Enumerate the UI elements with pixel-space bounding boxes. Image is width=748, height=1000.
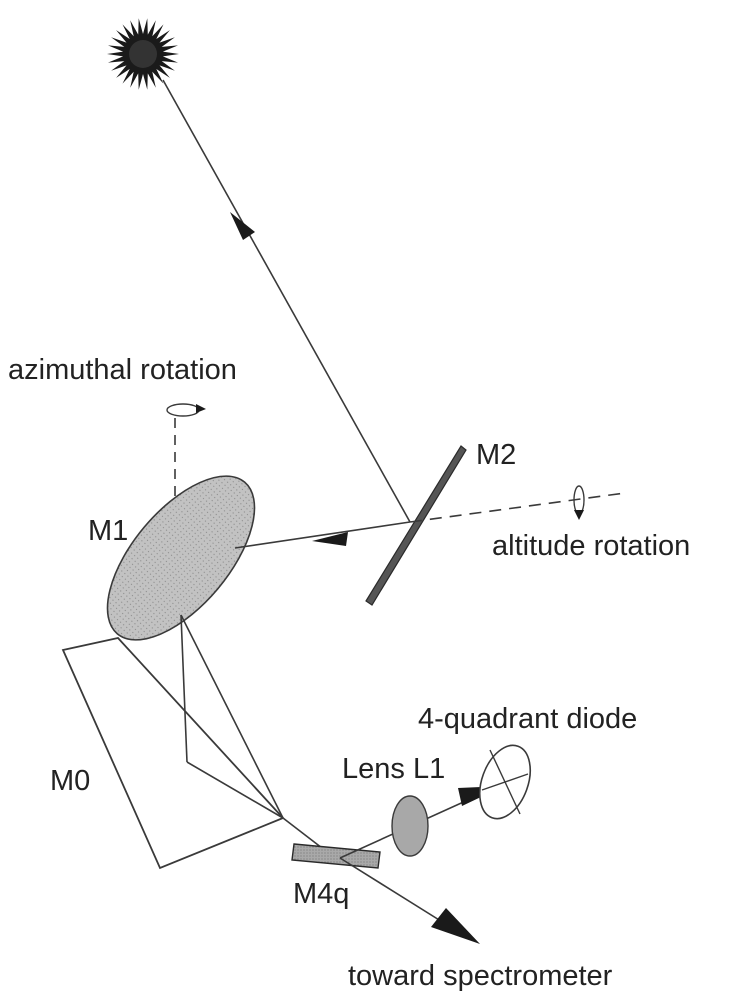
spectrometer-label: toward spectrometer — [348, 960, 613, 992]
m4q-label: M4q — [293, 878, 350, 910]
spectrometer-arrow — [431, 908, 480, 944]
sun-icon — [107, 18, 179, 90]
ray-m0-horizontal — [186, 761, 284, 819]
lens-l1 — [391, 795, 429, 857]
m2-label: M2 — [476, 439, 517, 471]
azimuthal-rotation-icon — [166, 403, 200, 417]
azimuthal-rotation-label: azimuthal rotation — [8, 354, 237, 386]
quadrant-diode-label: 4-quadrant diode — [418, 703, 638, 735]
altitude-axis — [409, 492, 626, 523]
lens-l1-label: Lens L1 — [342, 753, 446, 785]
sun-ray — [162, 79, 411, 523]
quadrant-diode — [478, 744, 532, 820]
ray-m2-to-m1 — [234, 521, 411, 549]
m1-label: M1 — [88, 515, 129, 547]
ray-arrow-down — [230, 212, 255, 240]
ray-m0-to-m4q — [282, 817, 323, 849]
ray-to-spectrometer — [339, 857, 453, 929]
m0-label: M0 — [50, 765, 91, 797]
altitude-rotation-label: altitude rotation — [492, 530, 691, 562]
mirror-m1 — [106, 475, 256, 641]
altitude-arrow-icon — [574, 510, 584, 520]
ray-m1-to-m0 — [180, 614, 188, 763]
azimuthal-arrow-icon — [196, 404, 206, 413]
mirror-m2 — [365, 445, 467, 606]
mirror-m4q — [291, 843, 381, 869]
ray-arrow-left — [312, 532, 348, 546]
sun-core-icon — [129, 40, 157, 68]
ray-m1-diag — [180, 614, 284, 819]
